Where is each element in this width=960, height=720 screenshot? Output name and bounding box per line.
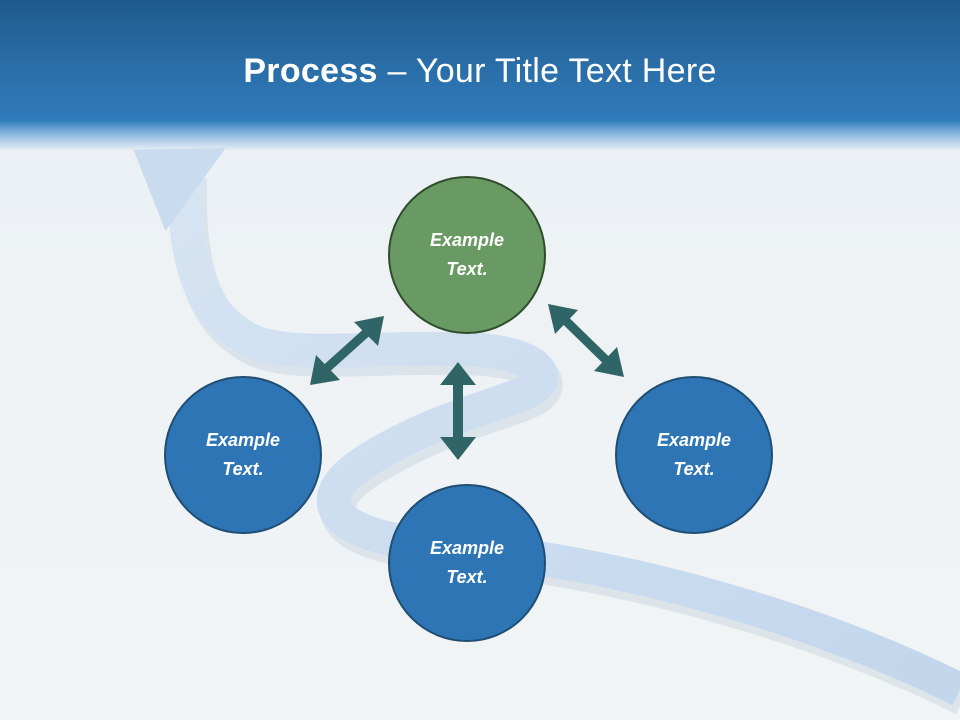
node-label: Example Text.: [429, 230, 505, 279]
double-arrow-icon: [310, 316, 384, 385]
double-arrow-icon: [440, 362, 476, 460]
title-bold: Process: [243, 52, 378, 90]
node-left: Example Text.: [164, 376, 322, 534]
page-title: Process – Your Title Text Here: [0, 52, 960, 91]
double-arrow-icon: [548, 304, 624, 377]
node-top: Example Text.: [388, 176, 546, 334]
title-rest: – Your Title Text Here: [377, 52, 717, 90]
node-bottom: Example Text.: [388, 484, 546, 642]
node-label: Example Text.: [205, 430, 281, 479]
node-label: Example Text.: [429, 538, 505, 587]
node-right: Example Text.: [615, 376, 773, 534]
node-label: Example Text.: [656, 430, 732, 479]
header-bar: [0, 0, 960, 150]
